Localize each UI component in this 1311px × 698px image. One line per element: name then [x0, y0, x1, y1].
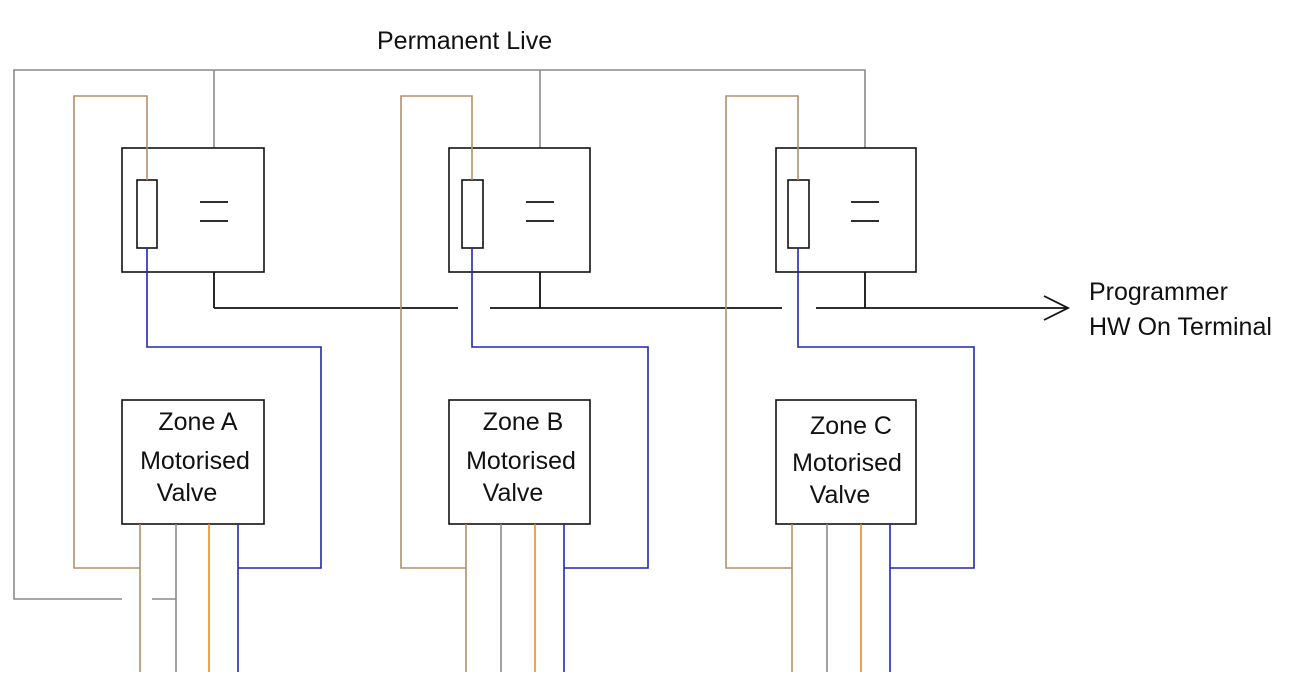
zone-c-line2: Motorised [792, 449, 902, 477]
zone-a-valve: Zone A Motorised Valve [121, 399, 265, 525]
brown-coil-feed-b [400, 95, 473, 569]
brown-wiring [73, 95, 799, 569]
permanent-live-label: Permanent Live [377, 27, 552, 55]
relay-coil-c [787, 179, 810, 249]
blue-wiring [146, 248, 975, 569]
relay-coil-b [461, 179, 484, 249]
zone-b-valve: Zone B Motorised Valve [448, 399, 591, 525]
programmer-label-line1: Programmer [1089, 278, 1228, 306]
blue-coil-return-b [471, 248, 649, 569]
zone-a-line1: Zone A [158, 408, 238, 436]
zone-c-valve: Zone C Motorised Valve [775, 399, 917, 525]
permanent-live-bus [13, 69, 866, 600]
zone-b-line3: Valve [483, 479, 544, 507]
zone-c-valve-box [775, 399, 917, 525]
arrow-head [1043, 295, 1071, 321]
zone-a-line3: Valve [157, 479, 218, 507]
zone-b-valve-box [448, 399, 591, 525]
zone-b-line1: Zone B [483, 408, 564, 436]
brown-coil-feed-c [725, 95, 799, 569]
relay-coil-a [136, 179, 158, 249]
zone-b-line2: Motorised [466, 447, 576, 475]
zone-a-valve-box [121, 399, 265, 525]
zone-a-line2: Motorised [140, 447, 250, 475]
programmer-label-line2: HW On Terminal [1089, 313, 1272, 341]
blue-coil-return-a [146, 248, 322, 569]
valve-tails [139, 524, 891, 672]
relay-b [448, 147, 591, 273]
relay-c [775, 147, 917, 273]
zone-c-line3: Valve [810, 481, 871, 509]
relay-a [121, 147, 265, 273]
zone-c-line1: Zone C [810, 412, 892, 440]
programmer-wiring [213, 222, 1071, 321]
brown-coil-feed-a [73, 95, 148, 569]
blue-coil-return-c [797, 248, 975, 569]
